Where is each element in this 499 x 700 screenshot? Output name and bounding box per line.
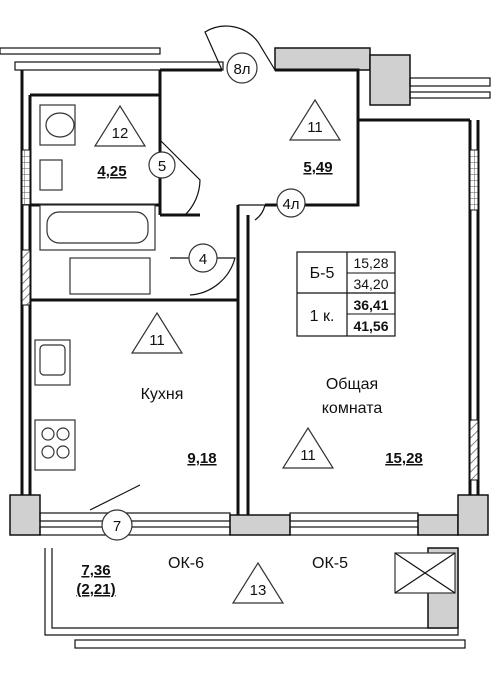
door-entry-label: 8л	[233, 61, 250, 78]
info-living-area: 15,28	[353, 255, 388, 271]
door-entry: 8л	[226, 52, 258, 84]
door-kitchen-label: 4	[199, 251, 207, 268]
living-area: 15,28	[385, 450, 423, 467]
kitchen-area: 9,18	[187, 450, 216, 467]
door-living-label: 4л	[282, 196, 299, 213]
kitchen-name: Кухня	[141, 386, 184, 403]
balcony-area: 7,36	[81, 562, 110, 579]
hall-area: 5,49	[303, 159, 332, 176]
door-kitchen: 4	[188, 243, 218, 273]
door-balcony: 7	[101, 509, 133, 541]
room-tag-bath-label: 12	[112, 125, 129, 142]
room-tag-hall-label: 11	[307, 119, 323, 136]
room-tag-kitchen: 11	[130, 311, 184, 354]
balcony-area-reduced: (2,21)	[76, 581, 115, 598]
room-tag-bath: 12	[93, 104, 147, 147]
room-tag-living-label: 11	[300, 447, 316, 464]
door-balcony-label: 7	[113, 518, 121, 535]
room-tag-balcony: 13	[231, 561, 285, 604]
info-rooms: 1 к.	[310, 308, 335, 325]
room-tag-hall: 11	[288, 98, 342, 141]
door-bath-label: 5	[158, 158, 166, 175]
bathroom-fixtures	[39, 104, 156, 295]
living-name-line2: комната	[322, 400, 383, 417]
room-tag-living: 11	[281, 426, 335, 469]
info-code: Б-5	[310, 265, 335, 282]
door-swings	[89, 25, 276, 511]
bottom-wall	[9, 494, 489, 536]
kitchen-fixtures	[34, 339, 76, 471]
room-tag-balcony-label: 13	[250, 582, 267, 599]
room-tag-kitchen-label: 11	[149, 332, 165, 349]
balcony-outline	[44, 547, 466, 649]
window-kitchen-label: ОК-6	[168, 555, 204, 572]
window-living-label: ОК-5	[312, 555, 348, 572]
door-bath: 5	[148, 151, 176, 179]
info-total-with-balcony: 41,56	[353, 318, 388, 334]
info-total-area: 36,41	[353, 297, 388, 313]
bath-area: 4,25	[97, 163, 126, 180]
door-living: 4л	[276, 188, 306, 218]
living-name-line1: Общая	[326, 376, 378, 393]
info-table: Б-5 1 к. 15,28 34,20 36,41 41,56	[296, 251, 396, 337]
info-total-no-balcony: 34,20	[353, 276, 388, 292]
